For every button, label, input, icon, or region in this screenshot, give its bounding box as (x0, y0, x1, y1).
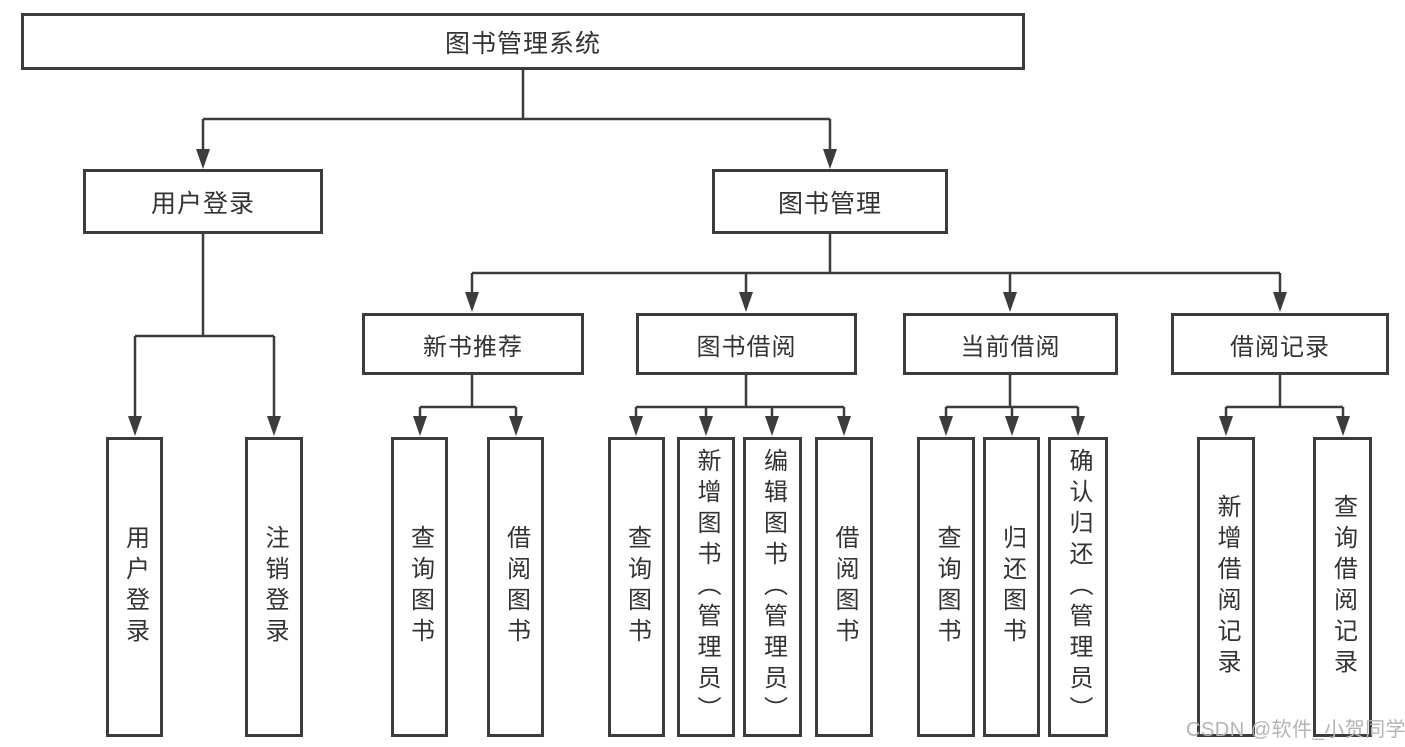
leaf-label: 借阅图书 (502, 525, 530, 649)
leaf-borrow-books-1: 借阅图书 (487, 437, 544, 737)
node-root-library-system: 图书管理系统 (21, 13, 1025, 70)
leaf-add-books-admin: 新增图书（管理员） (677, 437, 735, 737)
leaf-return-books: 归还图书 (983, 437, 1040, 737)
node-book-borrowing: 图书借阅 (636, 313, 857, 375)
leaf-user-login: 用户登录 (106, 437, 163, 737)
leaf-label: 借阅图书 (831, 525, 858, 649)
node-current-borrowing: 当前借阅 (903, 313, 1118, 375)
connector-lines (133, 70, 1345, 420)
leaf-label: 新增借阅记录 (1213, 494, 1240, 680)
leaf-borrow-books-2: 借阅图书 (815, 437, 873, 737)
leaf-label: 编辑图书（管理员） (759, 447, 787, 727)
leaf-label: 查询图书 (406, 525, 434, 649)
leaf-label: 确认归还（管理员） (1065, 447, 1092, 727)
node-user-login: 用户登录 (83, 169, 323, 234)
leaf-query-borrow-record: 查询借阅记录 (1313, 437, 1372, 737)
leaf-label: 用户登录 (121, 525, 149, 649)
leaf-logout: 注销登录 (245, 437, 303, 737)
leaf-query-books-1: 查询图书 (391, 437, 448, 737)
node-borrowing-records: 借阅记录 (1171, 313, 1389, 375)
leaf-query-books-2: 查询图书 (608, 437, 665, 737)
leaf-edit-books-admin: 编辑图书（管理员） (743, 437, 802, 737)
leaf-label: 注销登录 (261, 525, 288, 649)
leaf-add-borrow-record: 新增借阅记录 (1197, 437, 1255, 737)
leaf-label: 归还图书 (998, 525, 1026, 649)
leaf-label: 查询图书 (933, 525, 960, 649)
node-book-management: 图书管理 (712, 169, 948, 234)
leaf-label: 新增图书（管理员） (693, 447, 720, 727)
arrowheads (128, 149, 1350, 436)
leaf-query-books-3: 查询图书 (917, 437, 975, 737)
csdn-watermark: CSDN @软件_小贺同学 (1186, 719, 1405, 741)
leaf-label: 查询借阅记录 (1329, 494, 1357, 680)
leaf-confirm-return-admin: 确认归还（管理员） (1048, 437, 1108, 737)
node-new-book-recommend: 新书推荐 (362, 313, 584, 375)
leaf-label: 查询图书 (623, 525, 651, 649)
